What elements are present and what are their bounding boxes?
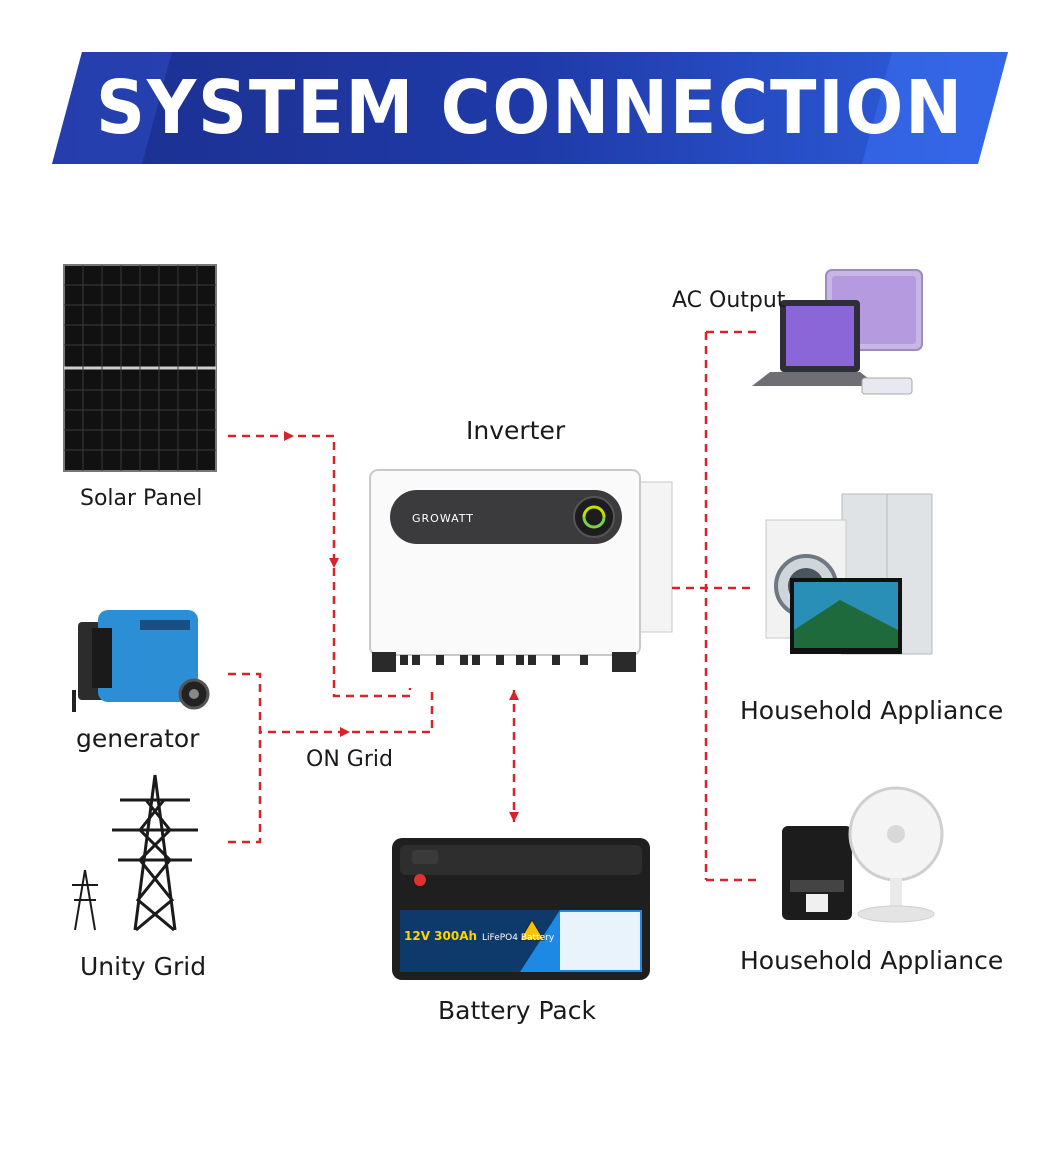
- laptop-tablet-icon: [752, 269, 923, 395]
- page-title: SYSTEM CONNECTION: [96, 65, 964, 151]
- generator-to-grid-line: [228, 672, 434, 734]
- transmission-tower-icon: [72, 774, 198, 932]
- unity-grid-line: [228, 732, 262, 844]
- household-appliance-label-2: Household Appliance: [740, 946, 1004, 975]
- generator-icon: [72, 610, 210, 712]
- inverter-brand: GROWATT: [412, 512, 474, 525]
- washer-fridge-tv-icon: [765, 493, 933, 655]
- title-banner: [52, 52, 1008, 164]
- on-grid-label: ON Grid: [306, 747, 393, 772]
- generator-label: generator: [76, 724, 200, 753]
- household-appliance-label-1: Household Appliance: [740, 696, 1004, 725]
- solar-panel-icon: [63, 264, 217, 472]
- battery-type-label: LiFePO4 Battery: [482, 933, 555, 943]
- inverter-label: Inverter: [466, 416, 566, 445]
- coffee-machine-fan-icon: [782, 786, 944, 923]
- solar-panel-label: Solar Panel: [80, 486, 203, 511]
- battery-model-label: 12V 300Ah: [404, 929, 477, 943]
- solar-to-inverter-line: [228, 434, 412, 698]
- unity-grid-label: Unity Grid: [80, 952, 207, 981]
- inverter-icon: [369, 469, 673, 672]
- ac-output-label: AC Output: [672, 288, 786, 313]
- battery-pack-label: Battery Pack: [438, 996, 596, 1025]
- battery-icon: [392, 838, 650, 980]
